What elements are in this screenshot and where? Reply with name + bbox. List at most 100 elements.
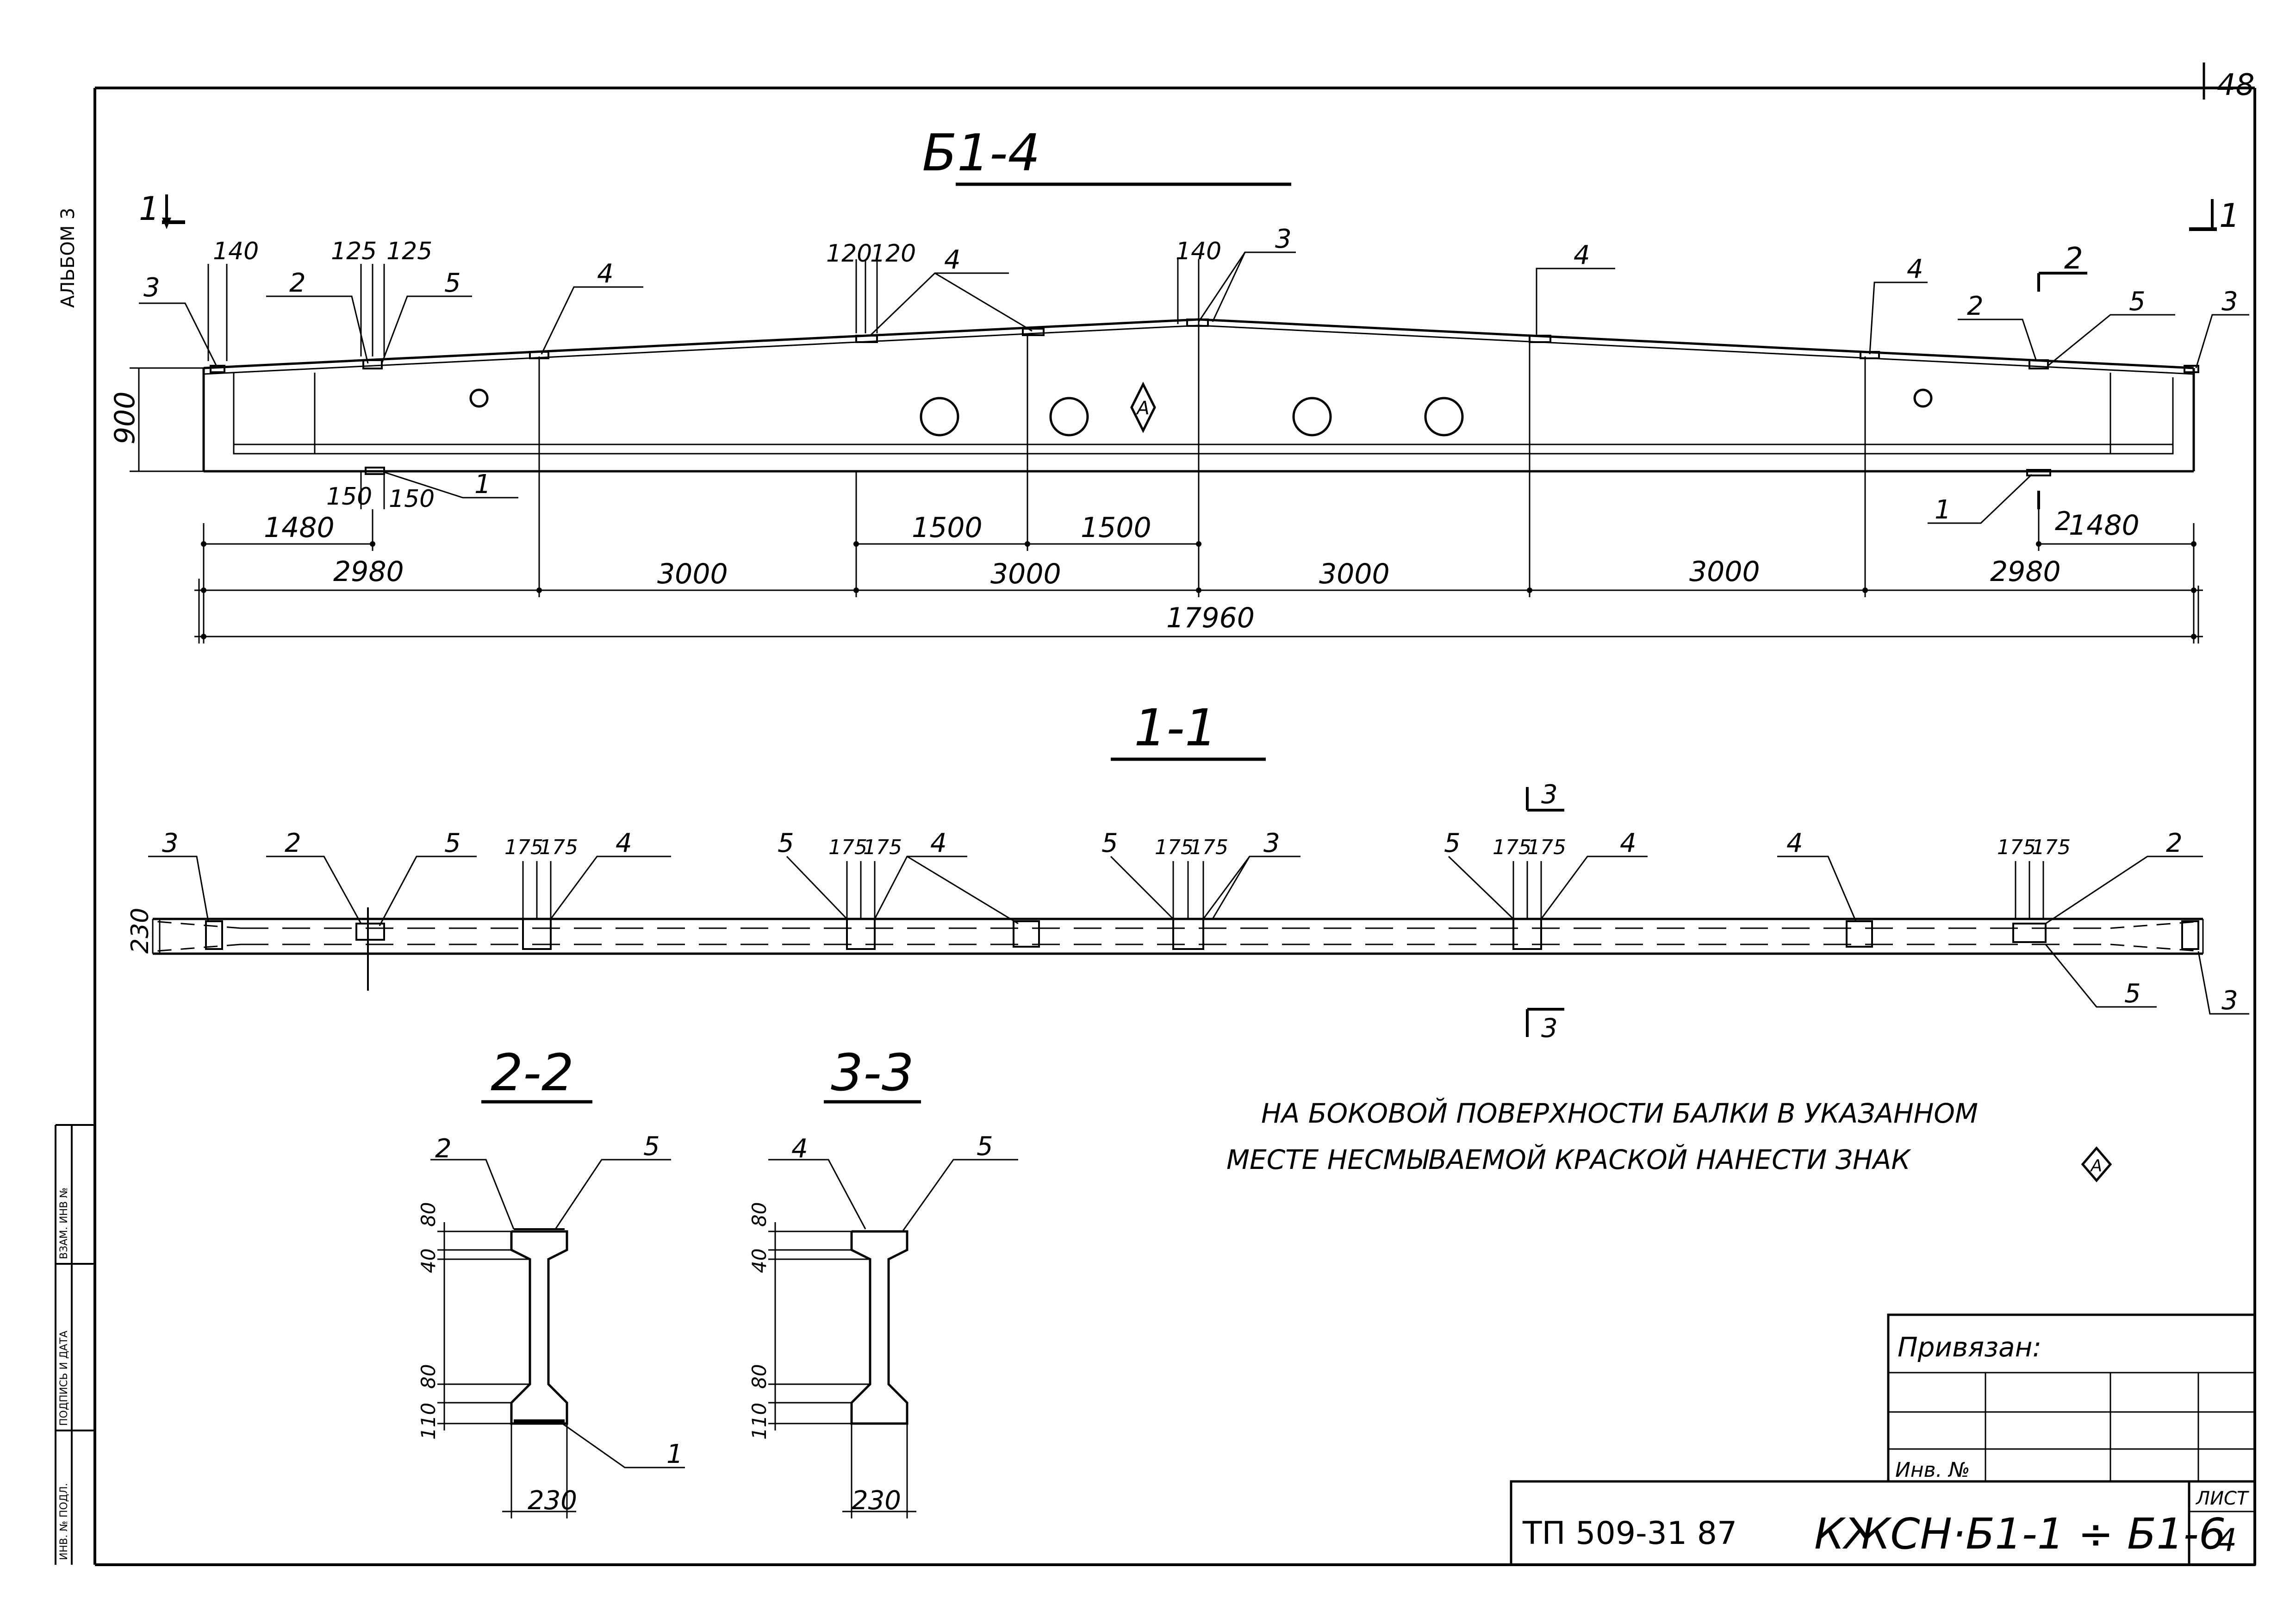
svg-text:2: 2 <box>2055 506 2072 537</box>
leader-4-a: 4 <box>597 259 614 289</box>
svg-text:175: 175 <box>1155 836 1194 859</box>
section22-dim-40: 40 <box>417 1249 440 1273</box>
plan-width-230: 230 <box>126 908 154 954</box>
note-line-2: МЕСТЕ НЕСМЫВАЕМОЙ КРАСКОЙ НАНЕСТИ ЗНАК <box>1226 1143 1911 1175</box>
section-2-marker: 2 2 <box>2037 242 2087 537</box>
plan-leader-5-c: 5 <box>1101 828 1118 858</box>
drawing-code: КЖСН·Б1-1 ÷ Б1-6 <box>1814 1509 2226 1559</box>
strip-inv-no: ИНВ. № ПОДЛ. <box>58 1483 70 1560</box>
sheet-number: 4 <box>2217 1522 2237 1559</box>
section22-dim-110: 110 <box>417 1403 440 1440</box>
dim-3000-b: 3000 <box>990 558 1061 590</box>
elevation-leaders <box>139 251 2249 524</box>
elevation-title: Б1-4 <box>922 123 1040 182</box>
section33-title: 3-3 <box>831 1043 914 1102</box>
attached-label: Привязан: <box>1898 1331 2041 1363</box>
beam-holes <box>469 388 1933 437</box>
plan-pair-dims <box>522 861 2044 919</box>
plan-leader-3-right: 3 <box>2221 986 2238 1016</box>
leader-2-left: 2 <box>289 268 306 298</box>
section22-title: 2-2 <box>491 1043 574 1102</box>
plan-leader-4-a: 4 <box>616 828 632 858</box>
plan-title: 1-1 <box>1134 698 1217 757</box>
dim-120-a: 120 <box>826 240 872 268</box>
plan-leader-4-b: 4 <box>930 828 947 858</box>
svg-text:175: 175 <box>1997 836 2036 859</box>
svg-text:2: 2 <box>2064 242 2083 276</box>
leader-3-left: 3 <box>143 273 160 303</box>
note-line-1: НА БОКОВОЙ ПОВЕРХНОСТИ БАЛКИ В УКАЗАННОМ <box>1261 1097 1978 1129</box>
plan-leaders <box>148 856 2249 1015</box>
section33-dim-80b: 80 <box>748 1364 771 1389</box>
mark-A-diamond: А <box>1130 381 1156 433</box>
strip-sign-date: ПОДПИСЬ И ДАТА <box>58 1330 70 1426</box>
svg-text:А: А <box>2090 1156 2103 1175</box>
plan-leader-5-d: 5 <box>1444 828 1461 858</box>
section22-profile <box>510 1228 568 1425</box>
leader-4-d: 4 <box>1907 254 1923 284</box>
leader-4-c: 4 <box>1574 240 1590 270</box>
dim-2980-left: 2980 <box>333 556 404 588</box>
dim-3000-d: 3000 <box>1689 556 1760 588</box>
dim-1500-b: 1500 <box>1081 512 1151 544</box>
section-1-left-marker: 1 <box>139 190 185 229</box>
dim-1480-right: 1480 <box>2069 509 2140 542</box>
section22-leader-2: 2 <box>435 1134 452 1164</box>
height-dim <box>130 367 204 472</box>
plan-leader-5-right: 5 <box>2124 979 2141 1009</box>
leader-1-right: 1 <box>1935 495 1951 525</box>
sheet-label: ЛИСТ <box>2195 1488 2250 1509</box>
dim-125-a: 125 <box>331 237 377 265</box>
section33-dim-80a: 80 <box>748 1202 771 1227</box>
plan-leader-3-mid: 3 <box>1263 828 1280 858</box>
section-1-right-marker: 1 <box>2189 197 2240 235</box>
plan-leader-2-left: 2 <box>285 828 301 858</box>
svg-text:175: 175 <box>1493 836 1531 859</box>
height-900: 900 <box>109 391 141 444</box>
dim-125-b: 125 <box>386 237 432 265</box>
page-number: 48 <box>2217 68 2254 102</box>
embedded-plates <box>210 319 2199 476</box>
dim-150-b: 150 <box>389 485 435 513</box>
leader-2-right: 2 <box>1967 291 1984 321</box>
plan-leader-4-c: 4 <box>1620 828 1636 858</box>
section33-width: 230 <box>852 1486 901 1516</box>
svg-text:175: 175 <box>1527 836 1566 859</box>
section22-leader-1: 1 <box>666 1439 683 1469</box>
title-block <box>1510 1313 2256 1566</box>
dim-140-left: 140 <box>213 237 259 265</box>
svg-text:175: 175 <box>504 836 543 859</box>
dimension-chains <box>194 324 2203 643</box>
svg-text:3: 3 <box>1541 780 1558 810</box>
inv-no-label: Инв. № <box>1895 1458 1970 1482</box>
dim-1480-left: 1480 <box>264 512 335 544</box>
note-mark-diamond: А <box>2081 1146 2112 1182</box>
leader-3-mid: 3 <box>1275 224 1292 254</box>
strip-replace-inv: ВЗАМ. ИНВ № <box>58 1187 70 1259</box>
doc-code: ТП 509-31 87 <box>1522 1515 1737 1552</box>
dim-150-a: 150 <box>326 483 372 511</box>
top-local-dims <box>207 259 1200 361</box>
section22-dim-80a: 80 <box>417 1202 440 1227</box>
section33-profile <box>850 1230 908 1425</box>
dim-1500-a: 1500 <box>912 512 983 544</box>
plan-leader-4-d: 4 <box>1786 828 1803 858</box>
plan-leader-5-b: 5 <box>778 828 794 858</box>
section33-dims <box>768 1159 1018 1518</box>
svg-text:1: 1 <box>2219 197 2240 235</box>
svg-text:3: 3 <box>1541 1013 1558 1043</box>
svg-text:175: 175 <box>2032 836 2071 859</box>
section22-dim-80b: 80 <box>417 1364 440 1389</box>
leader-3-right: 3 <box>2221 287 2238 317</box>
svg-text:175: 175 <box>863 836 902 859</box>
plan-leader-5-a: 5 <box>444 828 461 858</box>
leader-5-right: 5 <box>2129 287 2146 317</box>
leader-5-left: 5 <box>444 268 461 298</box>
svg-text:175: 175 <box>828 836 867 859</box>
plan-plates <box>205 907 2199 991</box>
svg-text:А: А <box>1135 398 1149 419</box>
svg-text:175: 175 <box>539 836 578 859</box>
leader-1-left: 1 <box>474 469 491 500</box>
section33-dim-110: 110 <box>748 1403 771 1440</box>
dim-120-b: 120 <box>870 240 916 268</box>
